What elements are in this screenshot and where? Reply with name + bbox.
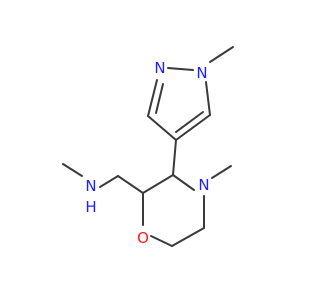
bond-c6m-o1m (150, 235, 173, 247)
bond-ch2-nh (99, 175, 119, 188)
bonds (62, 46, 234, 247)
atom-n-pyrazole-imine: N (154, 59, 165, 77)
bond-c4-c3 (147, 115, 177, 141)
atom-n-pyrazole-methyl: N (196, 64, 207, 82)
atom-o-morpholine: O (137, 229, 149, 247)
bond-c3-n2-double (155, 83, 164, 114)
bond-c2m-c3m (142, 174, 174, 194)
bond-c3-n2 (147, 79, 158, 117)
bond-nh-methyl (62, 163, 83, 177)
bond-c5-c4-double (175, 111, 204, 133)
bond-n4m-methyl (211, 165, 232, 179)
atom-n-morpholine: N (198, 176, 209, 194)
bond-c3m-n4m (172, 174, 195, 191)
bond-n1-methyl (209, 46, 234, 63)
molecule-structure: N N N O N H (62, 46, 234, 247)
atom-labels: N N N O N H (85, 59, 209, 247)
bond-c4-c3m (172, 139, 177, 176)
bond-c5-c4 (175, 114, 211, 141)
atom-h-amine: H (85, 198, 96, 216)
bond-c5m-c6m (171, 227, 205, 247)
bond-n2-n1 (167, 67, 194, 71)
bond-c2m-ch2 (117, 175, 144, 194)
atom-n-amine: N (85, 177, 96, 195)
bond-n1-c5 (205, 81, 211, 116)
